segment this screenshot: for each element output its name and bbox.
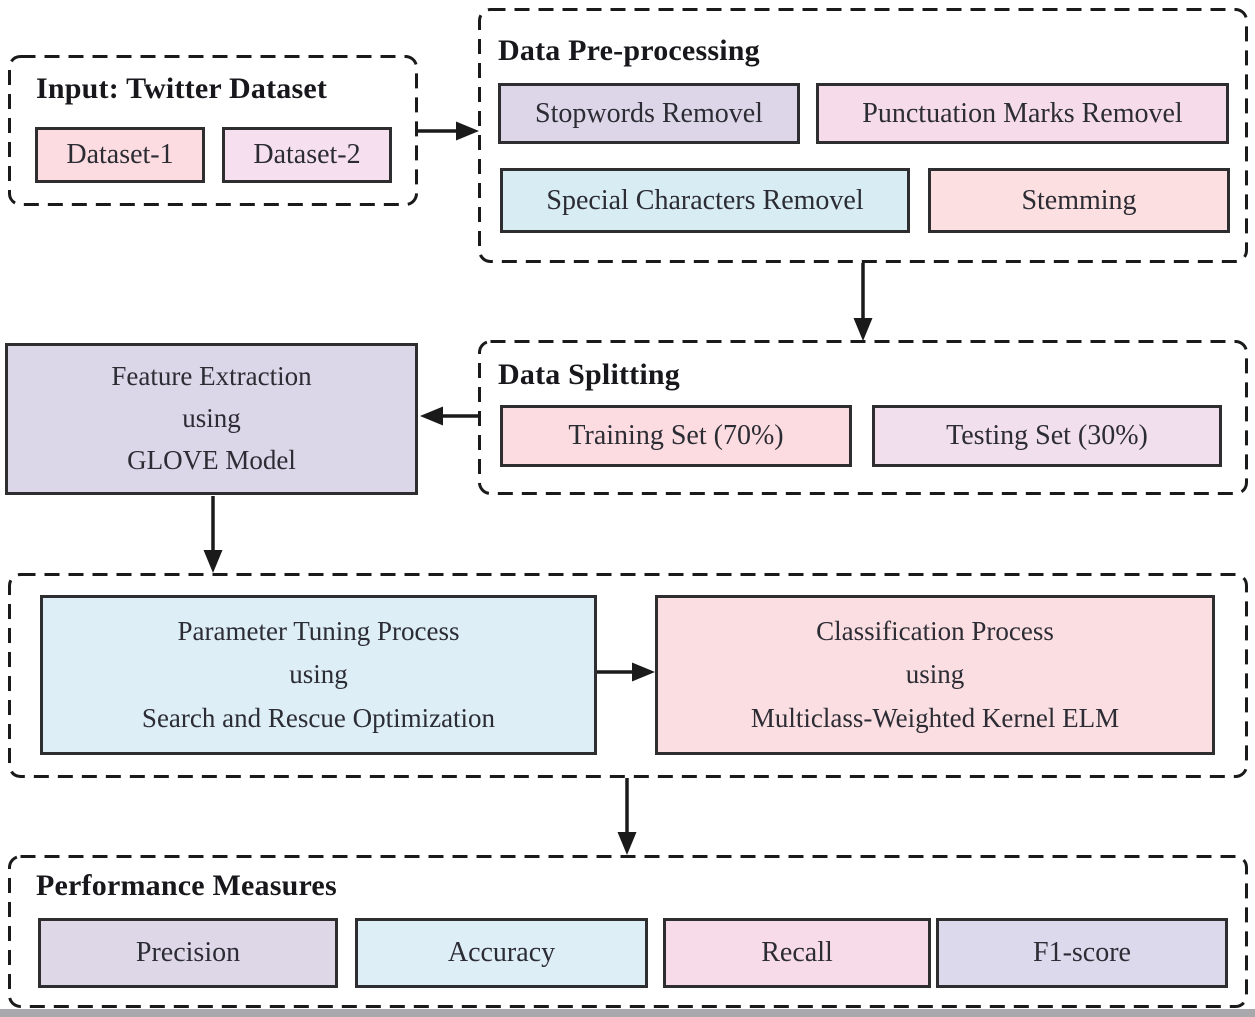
parameter-tuning-line-3: Search and Rescue Optimization: [141, 702, 496, 733]
feature-extraction-line-2: using: [182, 403, 241, 434]
classification-line-2: using: [905, 659, 965, 690]
input-group: Input: Twitter Dataset Dataset-1 Dataset…: [8, 55, 418, 205]
recall-box: Recall: [663, 918, 931, 988]
classification-line-3: Multiclass-Weighted Kernel ELM: [750, 702, 1120, 733]
performance-group: Performance Measures Precision Accuracy …: [8, 855, 1248, 1007]
parameter-tuning-line-2: using: [289, 659, 348, 690]
classification-box: Classification Process using Multiclass-…: [655, 595, 1215, 755]
accuracy-box: Accuracy: [355, 918, 648, 988]
dataset-1-box: Dataset-1: [35, 127, 205, 183]
parameter-tuning-box: Parameter Tuning Process using Search an…: [40, 595, 597, 755]
training-set-box: Training Set (70%): [500, 405, 852, 467]
splitting-group: Data Splitting Training Set (70%) Testin…: [478, 340, 1248, 495]
feature-extraction-line-3: GLOVE Model: [127, 444, 296, 475]
precision-box: Precision: [38, 918, 338, 988]
preprocessing-group-title: Data Pre-processing: [498, 34, 760, 67]
arrow-input-to-preprocessing: [418, 121, 479, 141]
parameter-tuning-line-1: Parameter Tuning Process: [177, 616, 460, 647]
arrow-feature-extraction-to-process: [203, 496, 223, 573]
f1-score-box: F1-score: [936, 918, 1228, 988]
stemming-box: Stemming: [928, 168, 1230, 233]
feature-extraction-box: Feature Extraction using GLOVE Model: [5, 343, 418, 495]
arrow-process-to-performance: [617, 778, 637, 855]
stopwords-removal-box: Stopwords Removel: [498, 83, 800, 144]
special-characters-removal-box: Special Characters Removel: [500, 168, 910, 233]
figure-bottom-edge: [0, 1009, 1255, 1017]
classification-line-1: Classification Process: [816, 616, 1054, 647]
input-group-title: Input: Twitter Dataset: [36, 72, 328, 105]
punctuation-removal-box: Punctuation Marks Removel: [816, 83, 1229, 144]
process-group: Parameter Tuning Process using Search an…: [8, 573, 1248, 778]
preprocessing-group: Data Pre-processing Stopwords Removel Pu…: [478, 8, 1248, 263]
feature-extraction-line-1: Feature Extraction: [111, 361, 312, 392]
arrow-splitting-to-feature-extraction: [420, 406, 478, 426]
performance-group-title: Performance Measures: [36, 869, 337, 902]
arrow-preprocessing-to-splitting: [853, 263, 873, 341]
testing-set-box: Testing Set (30%): [872, 405, 1222, 467]
splitting-group-title: Data Splitting: [498, 358, 680, 391]
dataset-2-box: Dataset-2: [222, 127, 392, 183]
